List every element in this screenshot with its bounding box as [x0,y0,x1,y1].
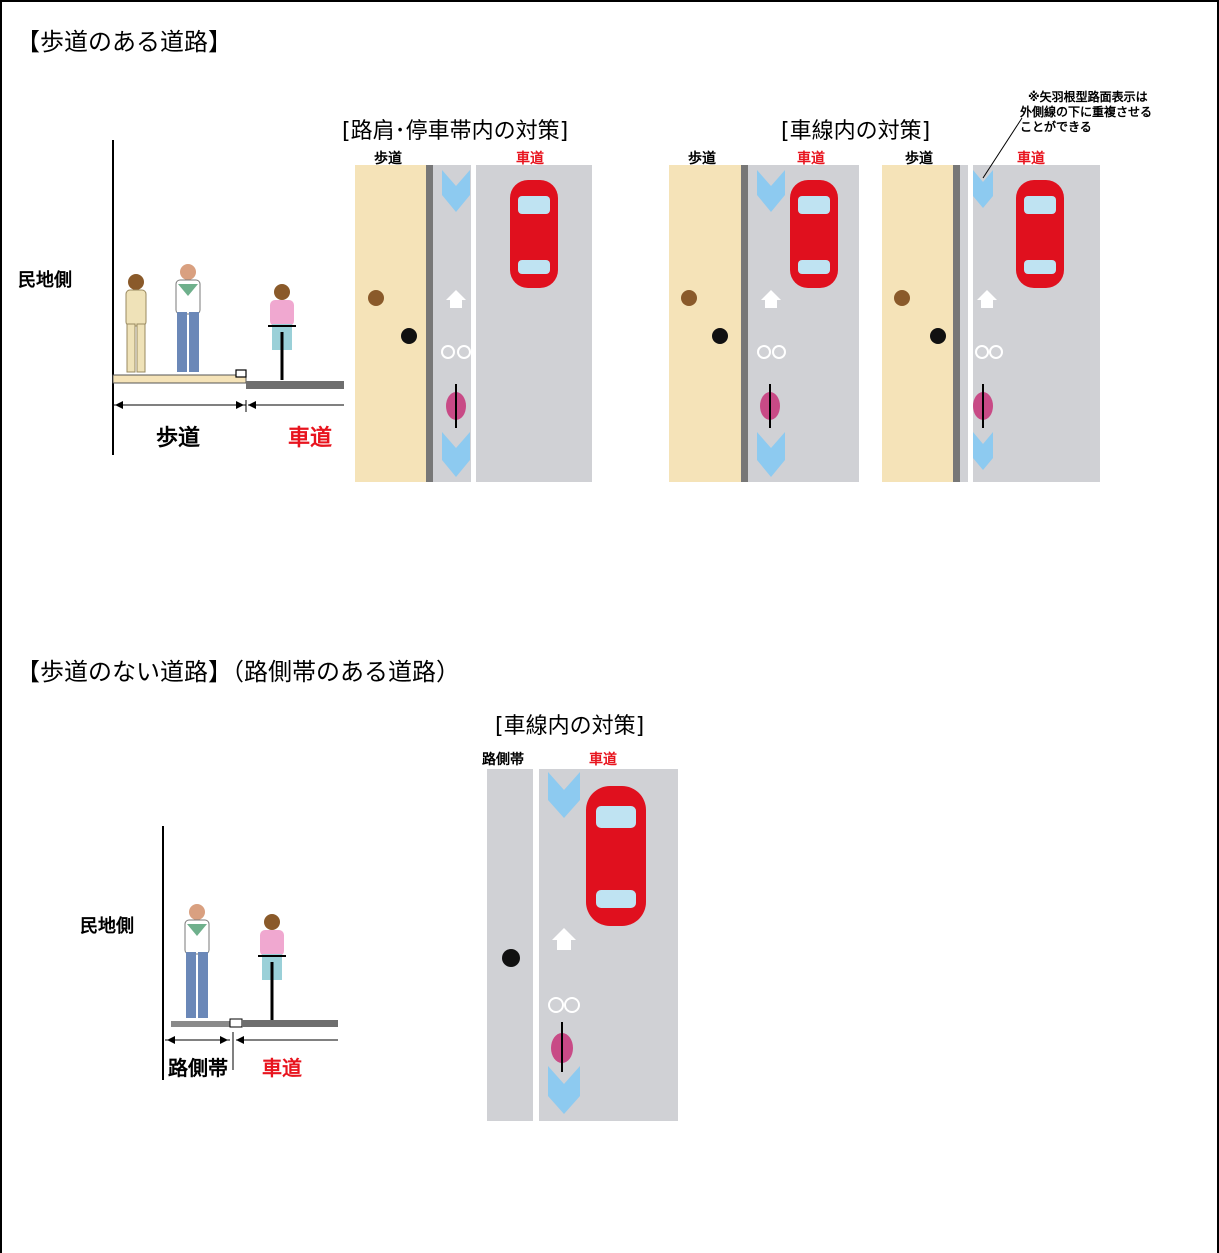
plan-a-sidewalk-label: 歩道 [374,151,402,167]
arrow-marking [442,170,470,477]
side-label-2: 民地側 [80,916,134,937]
cyclist-side-figure-2 [258,914,286,1020]
plan-b-roadway-label-2: 車道 [1017,151,1045,167]
note-line-1: ※矢羽根型路面表示は [1028,90,1148,104]
plan-b-roadway-label-1: 車道 [797,151,825,167]
plan-c-roadway-label: 車道 [589,752,617,768]
plan-b-title: [車線内の対策] [781,119,931,144]
cross-roadway-label-2: 車道 [262,1056,302,1080]
man-pedestrian-figure-2 [184,904,210,1018]
note-line-2: 外側線の下に重複させる [1020,105,1153,119]
plan-c-shoulder-label: 路側帯 [482,752,524,768]
cross-roadway-label: 車道 [288,426,333,451]
bicycle-lane-marking [441,290,471,359]
plan-c-title: [車線内の対策] [495,714,645,739]
pedestrian-top-icons [368,290,417,344]
woman-pedestrian-figure [125,274,147,373]
note-line-3: ことができる [1020,120,1092,134]
man-pedestrian-figure [175,264,201,372]
plan-b-sidewalk-label-2: 歩道 [905,151,933,167]
plan-a-roadway-label: 車道 [516,151,544,167]
cyclist-top-icon [446,384,466,428]
plan-a-title: [路肩･停車帯内の対策] [342,119,569,144]
side-label: 民地側 [18,270,72,291]
plan-b-sidewalk-label-1: 歩道 [688,151,716,167]
cyclist-side-figure [268,284,296,380]
car-icon [510,180,558,288]
section2-heading: 【歩道のない道路】（路側帯のある道路） [16,658,460,686]
section1-heading: 【歩道のある道路】 [16,28,232,56]
cross-shoulder-label: 路側帯 [168,1056,228,1080]
cross-sidewalk-label: 歩道 [156,426,201,451]
